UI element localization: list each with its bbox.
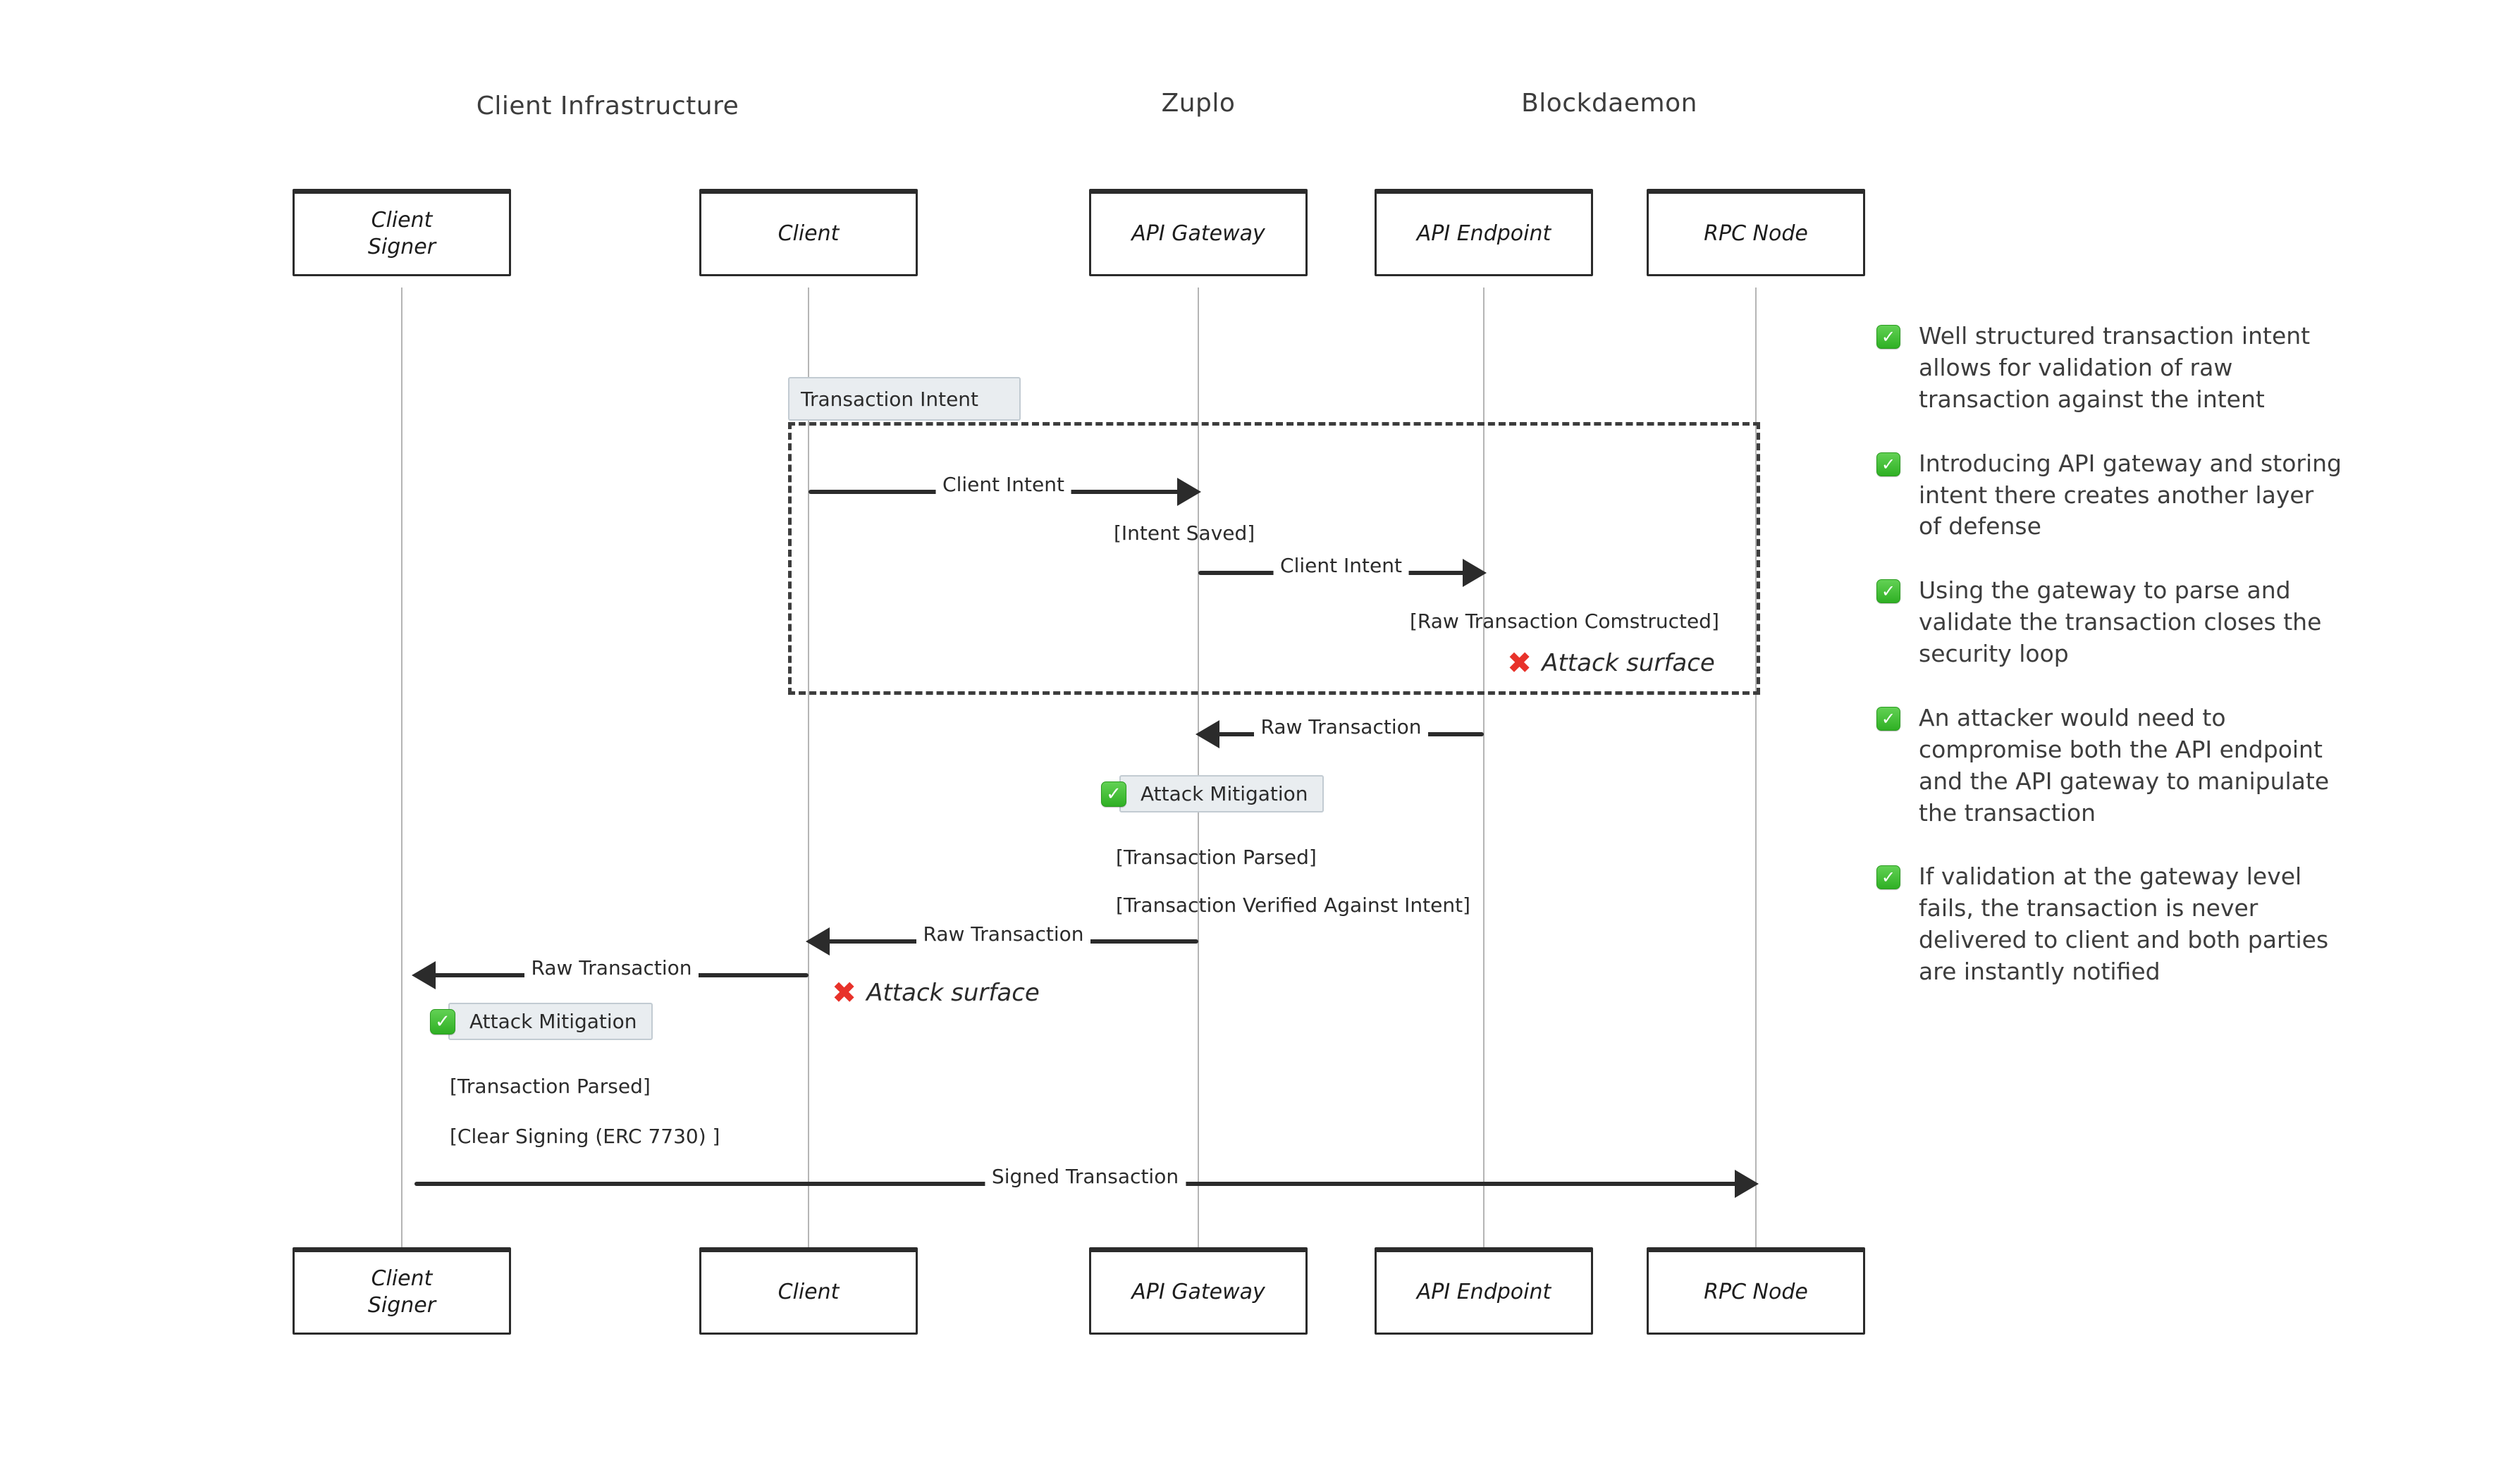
- lifeline-client: [808, 288, 809, 1253]
- attack-mitigation-g2: ✓ Attack Mitigation: [430, 1003, 653, 1040]
- check-icon: ✓: [1876, 865, 1900, 890]
- actor-box-client-signer-top[interactable]: Client Signer: [293, 189, 511, 276]
- actor-box-client-signer-bottom[interactable]: Client Signer: [293, 1247, 511, 1335]
- arrowhead-icon: [1463, 559, 1487, 587]
- arrowhead-icon: [1735, 1170, 1759, 1198]
- check-icon: ✓: [1876, 579, 1900, 604]
- message-label: Raw Transaction: [1253, 715, 1429, 738]
- message-label: Raw Transaction: [524, 956, 699, 979]
- attack-mitigation-label: Attack Mitigation: [1141, 782, 1308, 805]
- actor-label-client-bottom: Client: [777, 1279, 840, 1304]
- actor-label-api-gateway-top: API Gateway: [1131, 221, 1265, 246]
- annotation-text: If validation at the gateway level fails…: [1919, 863, 2329, 985]
- actor-box-rpc-node-bottom[interactable]: RPC Node: [1647, 1247, 1865, 1335]
- actor-label-rpc-node-top: RPC Node: [1704, 221, 1808, 246]
- arrowhead-icon: [806, 927, 830, 956]
- note-n3: [Transaction Parsed]: [1116, 846, 1317, 869]
- annotation-item: ✓ Well structured transaction intent allo…: [1876, 321, 2342, 416]
- attack-mitigation-label: Attack Mitigation: [469, 1010, 637, 1033]
- actor-label-rpc-node-bottom: RPC Node: [1704, 1279, 1808, 1304]
- note-n1: [Intent Saved]: [1114, 521, 1255, 545]
- actor-label-api-gateway-bottom: API Gateway: [1131, 1279, 1265, 1304]
- annotation-text: An attacker would need to compromise bot…: [1919, 703, 2330, 827]
- actor-box-client-top[interactable]: Client: [699, 189, 918, 276]
- actor-label-api-endpoint-top: API Endpoint: [1416, 221, 1551, 246]
- check-icon: ✓: [430, 1008, 455, 1034]
- cross-icon: ✖: [832, 975, 857, 1010]
- actor-box-api-endpoint-top[interactable]: API Endpoint: [1375, 189, 1593, 276]
- group-label-blockdaemon: Blockdaemon: [1521, 89, 1697, 118]
- attack-surface-a2: ✖ Attack surface: [832, 978, 1040, 1008]
- actor-box-api-gateway-bottom[interactable]: API Gateway: [1089, 1247, 1308, 1335]
- annotation-item: ✓ If validation at the gateway level fail…: [1876, 861, 2342, 988]
- group-label-zuplo: Zuplo: [1161, 89, 1236, 118]
- transaction-intent-frame: [788, 422, 1760, 695]
- actor-label-api-endpoint-bottom: API Endpoint: [1416, 1279, 1551, 1304]
- attack-surface-label: Attack surface: [866, 979, 1040, 1007]
- actor-box-client-bottom[interactable]: Client: [699, 1247, 918, 1335]
- cross-icon: ✖: [1507, 645, 1532, 680]
- check-icon: ✓: [1876, 452, 1900, 476]
- actor-box-api-gateway-top[interactable]: API Gateway: [1089, 189, 1308, 276]
- transaction-intent-frame-label-text: Transaction Intent: [801, 387, 979, 411]
- lifeline-client-signer: [401, 288, 402, 1253]
- check-icon: ✓: [1101, 781, 1126, 807]
- message-label: Signed Transaction: [984, 1165, 1186, 1188]
- message-label: Client Intent: [1273, 554, 1409, 577]
- annotation-text: Introducing API gateway and storing inte…: [1919, 449, 2342, 540]
- attack-surface-label: Attack surface: [1542, 649, 1715, 677]
- annotation-item: ✓ Introducing API gateway and storing int…: [1876, 448, 2342, 543]
- annotation-item: ✓ Using the gateway to parse and validate…: [1876, 575, 2342, 670]
- actor-label-client-signer-top: Client Signer: [367, 207, 436, 259]
- note-n2: [Raw Transaction Comstructed]: [1410, 610, 1719, 633]
- check-icon: ✓: [1876, 706, 1900, 731]
- actor-box-api-endpoint-bottom[interactable]: API Endpoint: [1375, 1247, 1593, 1335]
- actor-box-rpc-node-top[interactable]: RPC Node: [1647, 189, 1865, 276]
- annotation-item: ✓ An attacker would need to compromise bo…: [1876, 703, 2342, 829]
- check-icon: ✓: [1876, 325, 1900, 349]
- lifeline-api-gateway: [1198, 288, 1199, 1253]
- attack-mitigation-box: Attack Mitigation: [448, 1003, 653, 1040]
- attack-surface-a1: ✖ Attack surface: [1507, 648, 1715, 678]
- lifeline-rpc-node: [1755, 288, 1757, 1253]
- message-label: Raw Transaction: [916, 922, 1091, 946]
- arrowhead-icon: [1196, 720, 1219, 748]
- annotation-text: Using the gateway to parse and validate …: [1919, 576, 2322, 667]
- annotation-list: ✓ Well structured transaction intent allo…: [1876, 321, 2342, 1020]
- attack-mitigation-box: Attack Mitigation: [1119, 775, 1324, 812]
- note-n4: [Transaction Verified Against Intent]: [1116, 894, 1470, 917]
- note-n5: [Transaction Parsed]: [450, 1075, 651, 1098]
- arrowhead-icon: [1177, 478, 1201, 506]
- note-n6: [Clear Signing (ERC 7730) ]: [450, 1125, 720, 1148]
- arrowhead-icon: [412, 961, 436, 989]
- attack-mitigation-g1: ✓ Attack Mitigation: [1101, 775, 1324, 812]
- annotation-text: Well structured transaction intent allow…: [1919, 322, 2311, 413]
- transaction-intent-frame-label: Transaction Intent: [788, 377, 1021, 421]
- lifeline-api-endpoint: [1483, 288, 1485, 1253]
- actor-label-client-signer-bottom: Client Signer: [367, 1266, 436, 1318]
- message-label: Client Intent: [935, 473, 1071, 496]
- group-label-client-infrastructure: Client Infrastructure: [476, 92, 739, 120]
- actor-label-client-top: Client: [777, 221, 840, 246]
